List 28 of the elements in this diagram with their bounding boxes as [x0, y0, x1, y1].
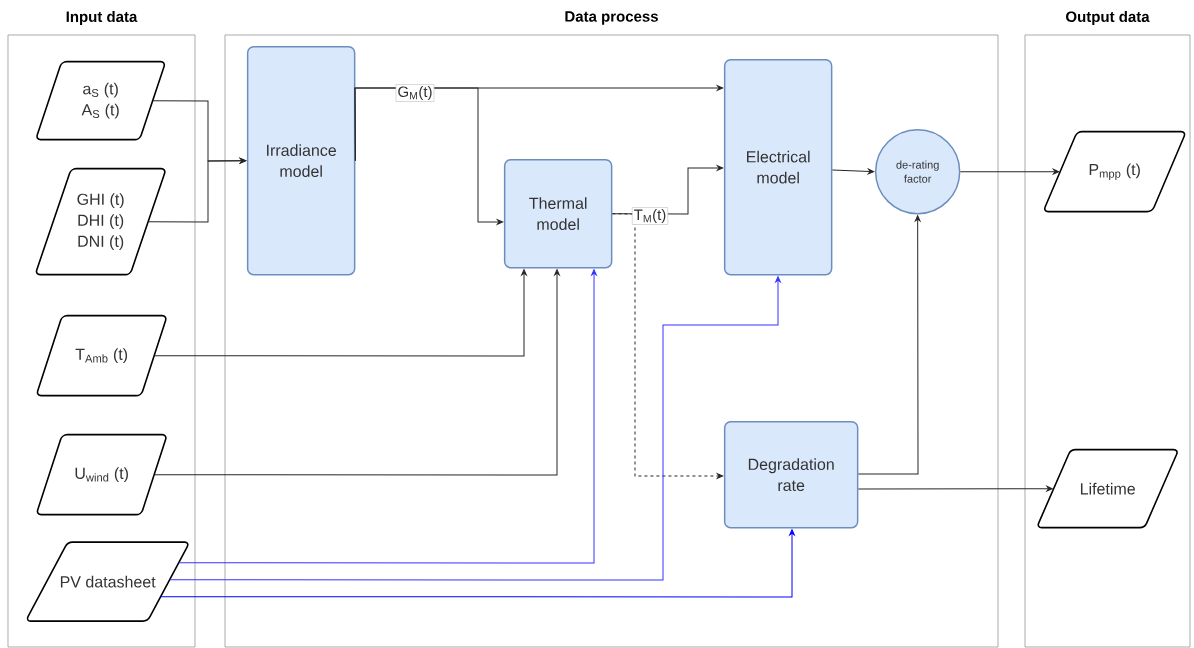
node-label: Data process: [565, 11, 658, 25]
process-box: Irradiance model: [246, 45, 356, 276]
arrow: [857, 485, 1053, 492]
data-parallelogram: PV datasheet: [26, 541, 189, 622]
node-label: Output data: [1066, 11, 1150, 25]
arrow: [959, 168, 1060, 175]
arrow: [160, 529, 795, 598]
arrow: [857, 215, 921, 475]
data-parallelogram: Lifetime: [1037, 448, 1178, 529]
edge-label: T$_{M}$(t): [631, 207, 669, 225]
data-parallelogram: U$_{wind}$ (t): [36, 433, 167, 516]
edge-label: G$_{M}$(t): [395, 84, 435, 102]
arrow: [354, 85, 724, 162]
process-box: Degradation rate: [723, 420, 859, 529]
data-parallelogram: T$_{Amb}$ (t): [36, 314, 167, 397]
arrow: [831, 168, 875, 175]
process-box: Electrical model: [723, 58, 833, 276]
arrow: [153, 269, 560, 476]
arrow: [153, 269, 527, 357]
process-box: Thermal model: [503, 158, 613, 269]
arrow: [611, 213, 724, 479]
data-parallelogram: P$_{mpp}$ (t): [1043, 130, 1186, 213]
arrow: [178, 269, 597, 564]
arrow: [169, 276, 781, 581]
arrow: [147, 157, 247, 223]
data-parallelogram: GHI (t) DHI (t) DNI (t): [35, 167, 166, 276]
data-parallelogram: a$_{S}$ (t) A$_{S}$ (t): [36, 60, 166, 141]
node-label: Input data: [66, 11, 138, 25]
